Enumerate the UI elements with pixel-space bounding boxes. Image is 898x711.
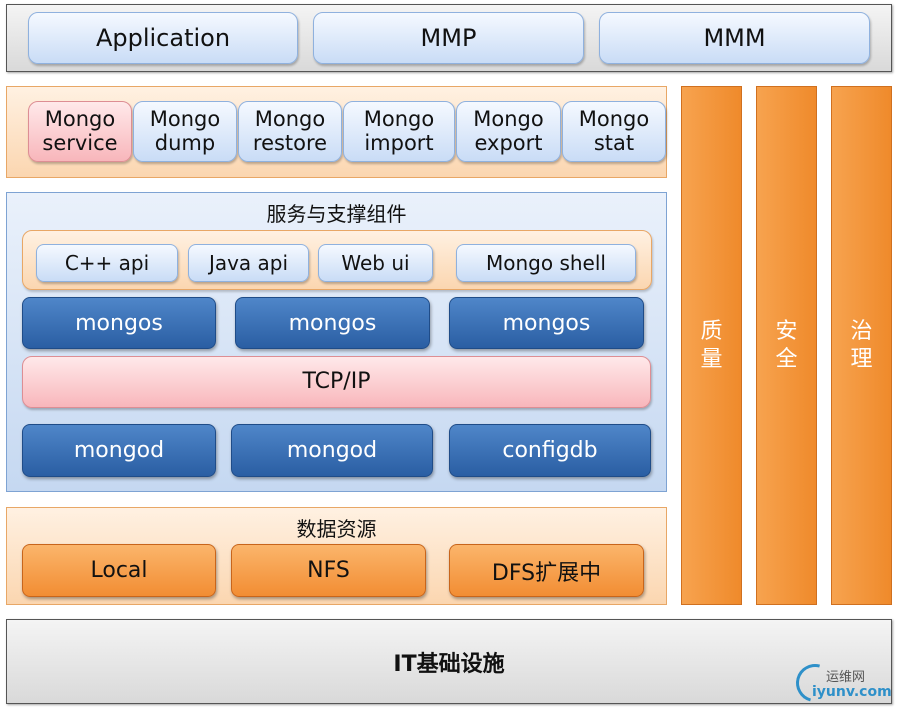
mongo-import-box: Mongo import: [343, 101, 455, 162]
quality-char-1: 质: [700, 319, 723, 344]
mongo-service-line2: service: [42, 130, 118, 155]
mongos-box-3: mongos: [449, 297, 644, 349]
watermark-text-cn: 运维网: [826, 670, 866, 685]
data-resources-title: 数据资源: [296, 517, 377, 541]
security-char-1: 安: [775, 319, 798, 344]
quality-char-2: 量: [700, 346, 723, 372]
quality-bar: 质 量: [681, 86, 742, 605]
infrastructure-label: IT基础设施: [393, 651, 505, 677]
cpp-api-box: C++ api: [36, 244, 178, 282]
mongo-export-line2: export: [474, 130, 543, 155]
mongo-shell-box: Mongo shell: [456, 244, 636, 282]
mongo-dump-box: Mongo dump: [133, 101, 237, 162]
mongo-service-box: Mongo service: [28, 101, 132, 162]
mongo-stat-box: Mongo stat: [562, 101, 666, 162]
mongo-stat-line1: Mongo: [578, 107, 650, 132]
mongo-dump-line1: Mongo: [149, 107, 221, 132]
governance-bar: 治 理: [831, 86, 892, 605]
application-box: Application: [28, 12, 298, 64]
local-box: Local: [22, 544, 216, 597]
java-api-box: Java api: [188, 244, 309, 282]
mongo-stat-line2: stat: [593, 130, 635, 155]
security-char-2: 全: [775, 346, 798, 372]
mongo-restore-line1: Mongo: [254, 107, 326, 132]
web-ui-box: Web ui: [318, 244, 433, 282]
mongo-import-line1: Mongo: [363, 107, 435, 132]
governance-char-1: 治: [850, 319, 873, 344]
mongo-restore-box: Mongo restore: [238, 101, 342, 162]
governance-char-2: 理: [850, 346, 873, 372]
mongos-box-2: mongos: [235, 297, 430, 349]
infrastructure-layer: IT基础设施: [6, 619, 892, 704]
mongo-dump-line2: dump: [154, 130, 216, 155]
mongo-service-line1: Mongo: [44, 107, 116, 132]
mongod-box-1: mongod: [22, 424, 216, 477]
services-title: 服务与支撑组件: [266, 202, 407, 226]
configdb-box: configdb: [449, 424, 651, 477]
mongos-box-1: mongos: [22, 297, 216, 349]
mongo-import-line2: import: [364, 130, 434, 155]
nfs-box: NFS: [231, 544, 426, 597]
tcp-ip-bar: TCP/IP: [22, 356, 651, 408]
mongod-box-2: mongod: [231, 424, 433, 477]
security-bar: 安 全: [756, 86, 817, 605]
mongo-export-line1: Mongo: [473, 107, 544, 132]
mmp-box: MMP: [313, 12, 584, 64]
dfs-box: DFS扩展中: [449, 544, 644, 597]
mmm-box: MMM: [599, 12, 870, 64]
mongo-export-box: Mongo export: [456, 101, 561, 162]
mongo-restore-line2: restore: [252, 130, 328, 155]
watermark-text-url: iyunv.com: [812, 684, 892, 700]
